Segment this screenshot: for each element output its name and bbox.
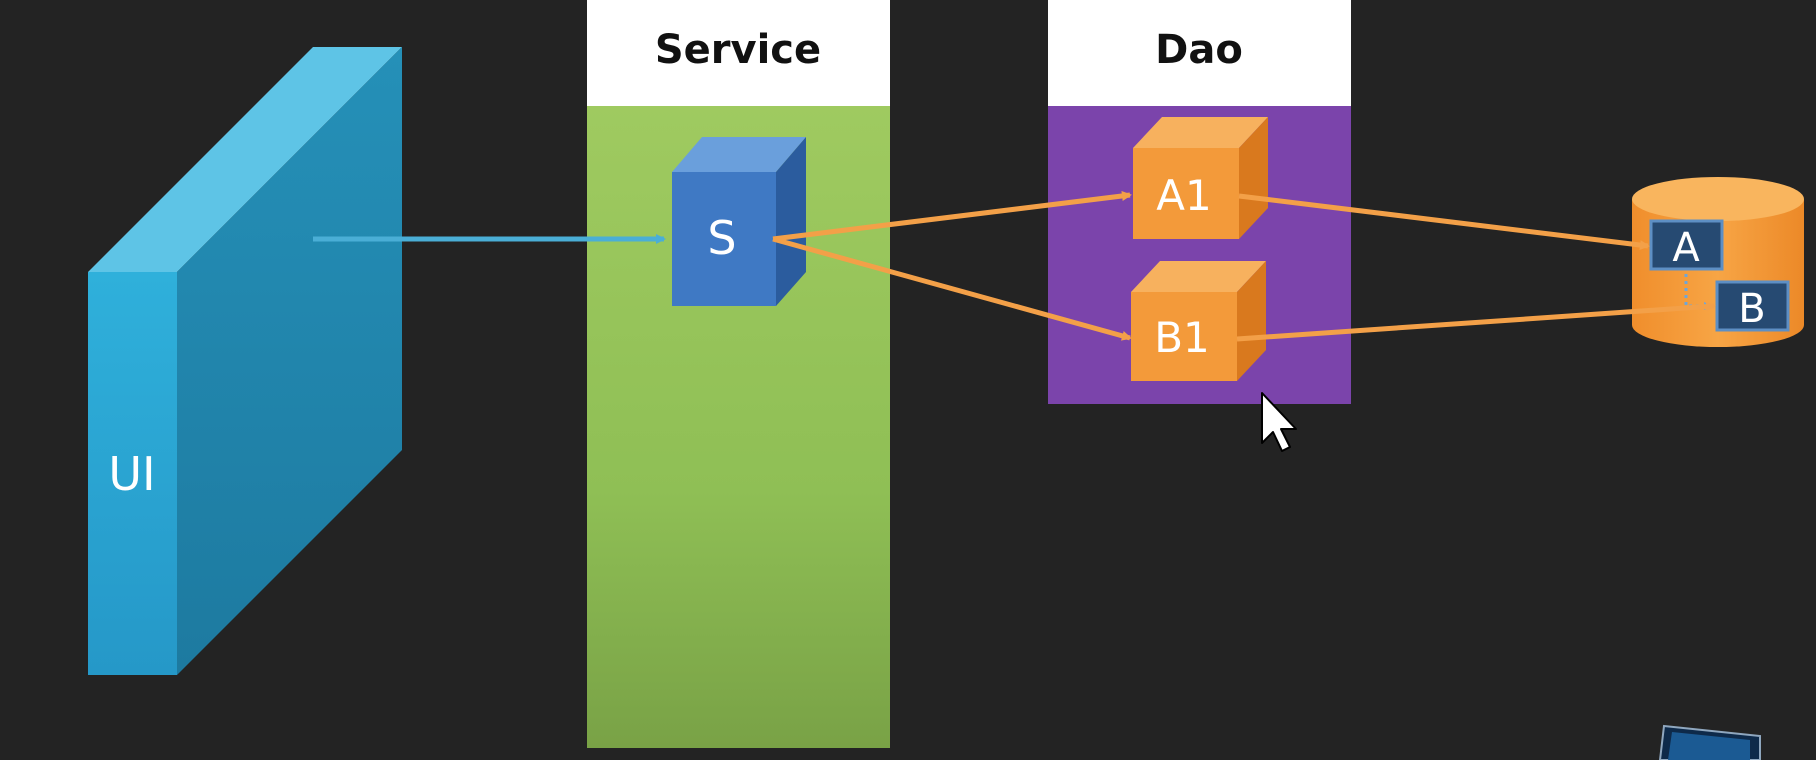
mouse-pointer-icon — [1261, 392, 1297, 452]
window-thumbnail-icon — [1658, 724, 1761, 760]
dao-node-a1: A1 — [1133, 117, 1268, 239]
service-header-bg — [587, 0, 890, 106]
dao-node-b1-top — [1131, 261, 1266, 292]
dao-node-a1-front — [1133, 148, 1239, 239]
service-to-a1-arrow — [772, 191, 1132, 242]
service-node: S — [672, 137, 806, 306]
ui-panel-front — [88, 272, 177, 675]
table-a-box — [1649, 219, 1724, 271]
service-node-side — [776, 137, 806, 306]
ui-panel-label: UI — [108, 447, 155, 501]
table-b: B — [1715, 280, 1790, 332]
table-a: A — [1649, 219, 1724, 271]
service-node-top — [672, 137, 806, 172]
dao-node-b1-label: B1 — [1154, 313, 1210, 362]
dao-header-bg — [1048, 0, 1351, 106]
ui-panel-top — [88, 47, 402, 272]
dao-header: Dao — [1155, 27, 1243, 73]
table-b-box — [1715, 280, 1790, 332]
service-column: Service — [587, 0, 890, 748]
service-node-label: S — [707, 211, 736, 265]
dao-node-b1-side — [1237, 261, 1266, 381]
service-header: Service — [655, 27, 821, 73]
table-a-label: A — [1672, 225, 1700, 271]
table-b-label: B — [1738, 286, 1765, 332]
ui-panel: UI — [88, 47, 402, 675]
dao-node-a1-label: A1 — [1156, 171, 1211, 220]
dao-node-b1-front — [1131, 292, 1237, 381]
dao-node-b1: B1 — [1131, 261, 1266, 381]
database-top — [1632, 177, 1804, 221]
b1-to-table-b-arrow — [1236, 301, 1716, 342]
dao-node-a1-side — [1239, 117, 1268, 239]
ui-panel-side — [177, 47, 402, 675]
database: A B — [1632, 177, 1804, 347]
a1-to-table-a-arrow — [1238, 193, 1650, 250]
service-node-front — [672, 172, 776, 306]
dao-node-a1-top — [1133, 117, 1268, 148]
service-to-b1-arrow — [772, 236, 1132, 341]
